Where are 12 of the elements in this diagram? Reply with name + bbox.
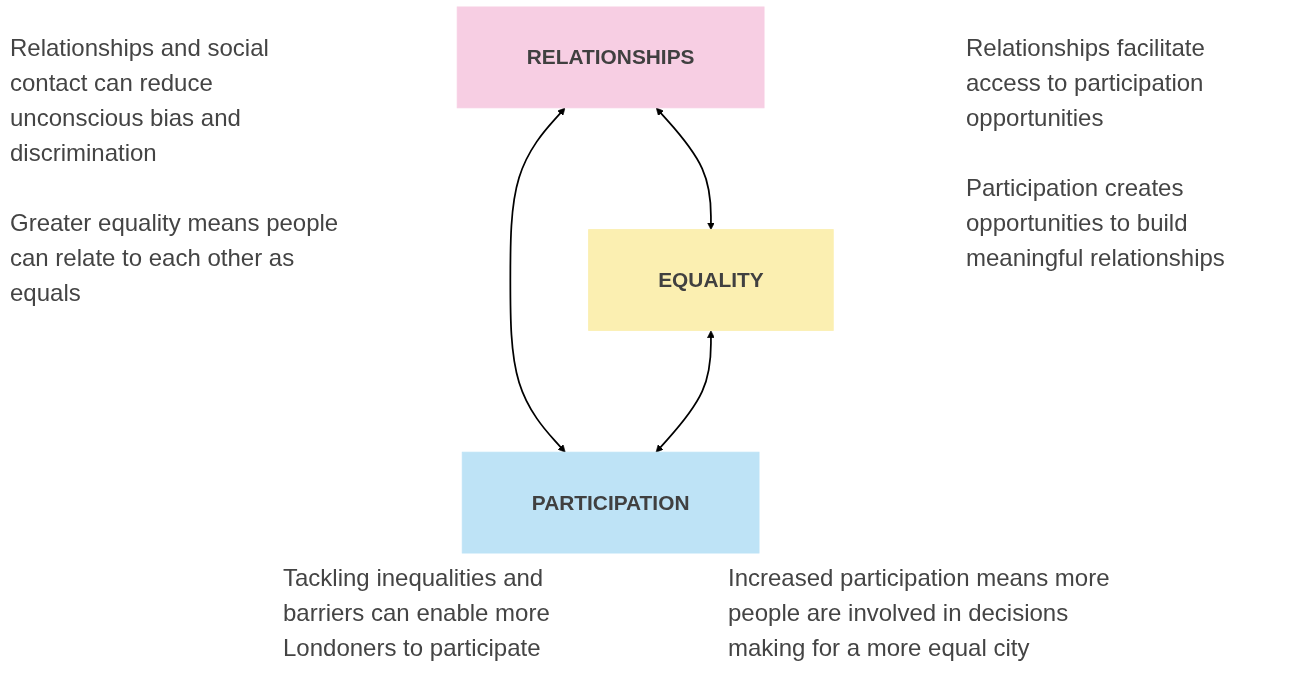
node-box: PARTICIPATION bbox=[461, 451, 760, 554]
note-text: Relationships facilitate access to participation opportunities bbox=[966, 33, 1206, 133]
note-text: Participation creates opportunities to build meaningful relationships bbox=[966, 173, 1226, 273]
node-box: RELATIONSHIPS bbox=[456, 6, 765, 109]
note-text: Tackling inequalities and barriers can enable more Londoners to participate bbox=[283, 563, 551, 663]
node-box: EQUALITY bbox=[587, 229, 834, 331]
note-text: Relationships and social contact can reduce unconscious bias and discrimination bbox=[10, 33, 270, 168]
note-text: Increased participation means more people are involved in decisions making for a more equal city bbox=[728, 563, 1111, 663]
note-text: Greater equality means people can relate to each other as equals bbox=[10, 208, 340, 308]
arrow bbox=[655, 107, 715, 230]
arrow bbox=[509, 107, 566, 453]
arrow bbox=[655, 330, 715, 453]
